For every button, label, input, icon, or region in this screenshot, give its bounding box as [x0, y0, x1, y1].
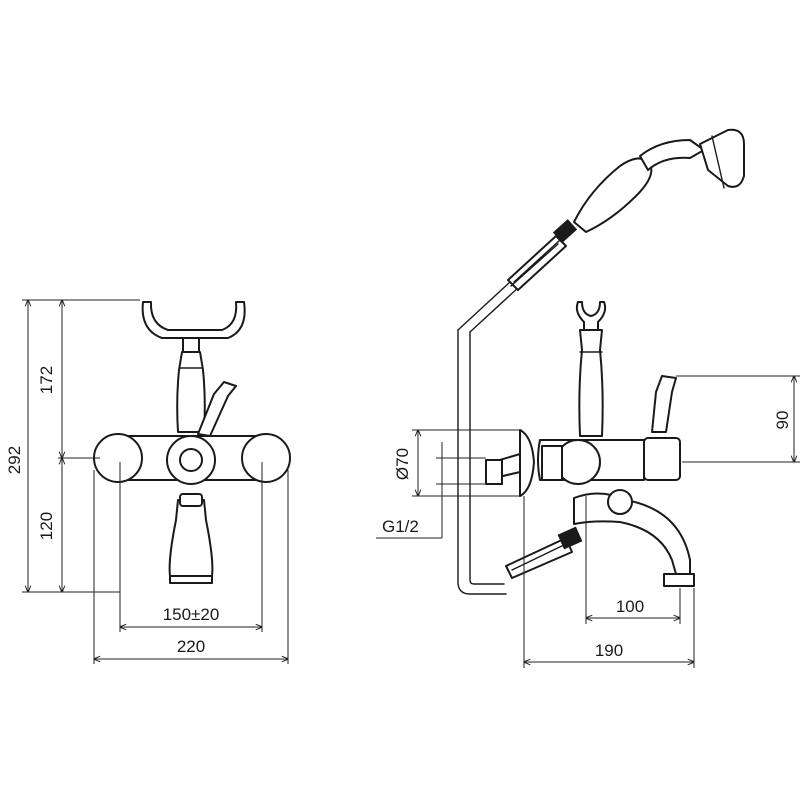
- slide-rail-inner: [469, 331, 505, 585]
- right-escutcheon: [241, 433, 291, 483]
- slide-rail-outer: [457, 329, 507, 595]
- front-spout: [168, 499, 214, 577]
- diverter-knob-inner: [179, 448, 203, 472]
- side-spout-outlet: [663, 573, 695, 587]
- hand-shower-neck: [639, 139, 705, 171]
- side-escutcheon: [519, 429, 535, 497]
- lever-cartridge: [643, 437, 681, 481]
- head-ring: [711, 135, 725, 189]
- dim-label-90: 90: [773, 411, 792, 430]
- side-cradle-hook: [575, 301, 607, 331]
- dim-label-120: 120: [37, 512, 56, 540]
- upper-hose-nut: [552, 219, 578, 243]
- side-inlet-thread: [485, 459, 503, 485]
- column-stem: [176, 351, 206, 433]
- dim-label-150: 150±20: [163, 605, 220, 624]
- side-column: [578, 329, 604, 437]
- rail-top-arm: [457, 281, 521, 333]
- side-view: Ø70 G1/2 90 100 190: [376, 128, 800, 668]
- lower-hose-braid: [511, 543, 567, 571]
- upper-hose-braid: [510, 239, 561, 287]
- side-hex-nut: [541, 445, 563, 481]
- column-collar: [182, 337, 200, 353]
- spout-joint: [179, 493, 203, 507]
- side-lever: [651, 375, 677, 433]
- shower-cradle: [141, 301, 246, 339]
- dim-label-70: Ø70: [393, 448, 412, 480]
- spout-diverter: [607, 489, 633, 515]
- dim-label-190: 190: [595, 641, 623, 660]
- dim-label-220: 220: [177, 637, 205, 656]
- dim-label-172: 172: [37, 366, 56, 394]
- lower-hose: [505, 537, 573, 579]
- lower-hose-nut: [557, 526, 583, 550]
- left-escutcheon: [93, 433, 143, 483]
- front-view: 292 172 120 150±20 220: [5, 300, 291, 664]
- thread-label: G1/2: [382, 517, 419, 536]
- spout-outlet: [169, 575, 213, 584]
- hand-shower-handle: [573, 157, 653, 233]
- hand-shower-head: [699, 128, 745, 188]
- dim-label-100: 100: [616, 597, 644, 616]
- dim-label-292: 292: [5, 446, 24, 474]
